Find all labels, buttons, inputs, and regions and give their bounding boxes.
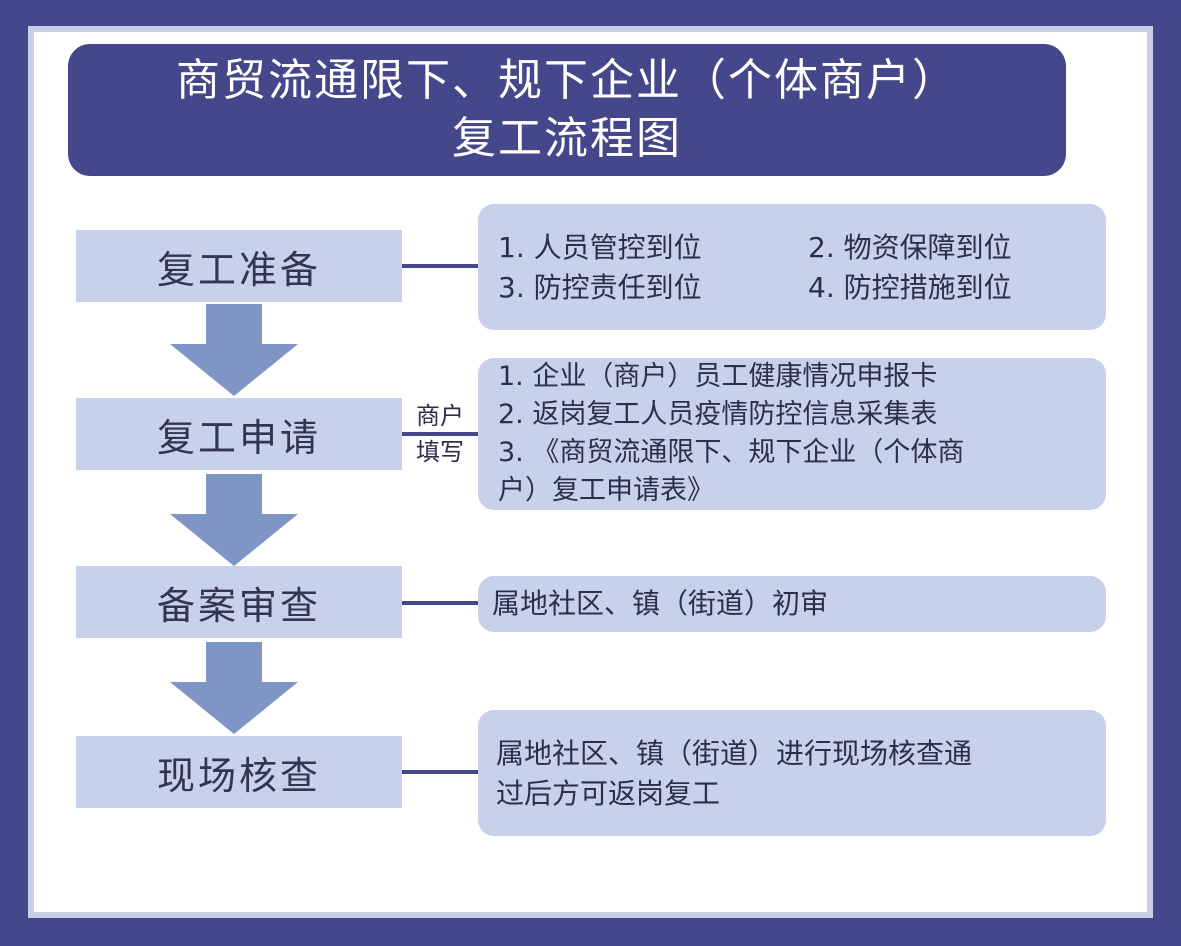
title-banner: 商贸流通限下、规下企业（个体商户） 复工流程图	[68, 44, 1066, 176]
connector-line	[402, 432, 480, 436]
step-review: 备案审查	[76, 566, 402, 638]
connector-label: 商户 填写	[404, 398, 476, 470]
down-arrow-icon	[170, 642, 298, 734]
title-line-1: 商贸流通限下、规下企业（个体商户）	[176, 55, 958, 106]
connector-label-line-2: 填写	[416, 438, 464, 466]
connector-label-line-1: 商户	[416, 402, 464, 430]
detail-item: 户）复工申请表》	[498, 475, 714, 506]
detail-item: 过后方可返岗复工	[496, 777, 721, 810]
down-arrow-icon	[170, 304, 298, 396]
detail-item: 4. 防控措施到位	[808, 271, 1012, 304]
detail-item: 2. 物资保障到位	[808, 231, 1012, 264]
detail-box-inspect: 属地社区、镇（街道）进行现场核查通 过后方可返岗复工	[478, 710, 1106, 836]
connector-line	[402, 770, 480, 774]
detail-item: 1. 人员管控到位	[498, 231, 702, 264]
connector-line	[402, 264, 480, 268]
detail-item: 2. 返岗复工人员疫情防控信息采集表	[498, 399, 938, 430]
detail-item: 3. 防控责任到位	[498, 271, 702, 304]
detail-item: 属地社区、镇（街道）进行现场核查通	[496, 737, 973, 770]
detail-item: 属地社区、镇（街道）初审	[492, 587, 829, 620]
step-inspect: 现场核查	[76, 736, 402, 808]
detail-box-prepare: 1. 人员管控到位 2. 物资保障到位 3. 防控责任到位 4. 防控措施到位	[478, 204, 1106, 330]
detail-item: 1. 企业（商户）员工健康情况申报卡	[498, 361, 938, 392]
detail-item: 3. 《商贸流通限下、规下企业（个体商	[498, 437, 965, 468]
step-apply: 复工申请	[76, 398, 402, 470]
step-prepare: 复工准备	[76, 230, 402, 302]
down-arrow-icon	[170, 474, 298, 566]
title-line-2: 复工流程图	[452, 113, 682, 164]
connector-line	[402, 601, 480, 605]
detail-box-review: 属地社区、镇（街道）初审	[478, 576, 1106, 632]
detail-box-apply: 1. 企业（商户）员工健康情况申报卡 2. 返岗复工人员疫情防控信息采集表 3.…	[478, 358, 1106, 510]
